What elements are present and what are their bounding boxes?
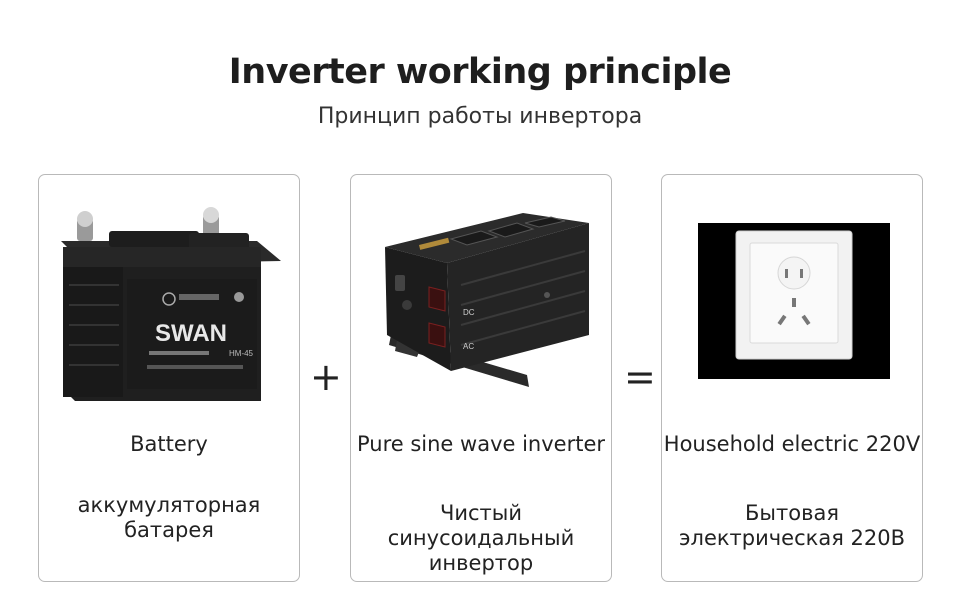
socket-card: Household electric 220V Бытовая электрич… — [661, 174, 923, 582]
inverter-ac-label: AC — [463, 342, 474, 351]
page-subtitle: Принцип работы инвертора — [317, 104, 643, 129]
socket-label-en: Household electric 220V — [663, 432, 921, 456]
socket-image — [698, 223, 890, 379]
inverter-dc-label: DC — [463, 308, 475, 317]
socket-label-ru: Бытовая электрическая 220В — [679, 501, 905, 550]
page-title: Inverter working principle — [228, 52, 732, 92]
plus-sign: + — [310, 355, 342, 399]
two-pin-outlet — [777, 256, 811, 290]
inverter-label-en: Pure sine wave inverter — [356, 432, 606, 456]
equals-sign: = — [624, 355, 656, 399]
battery-card: SWAN HM-45 Battery аккумуляторная батаре… — [38, 174, 300, 582]
battery-brand: SWAN — [155, 320, 227, 347]
battery-model: HM-45 — [229, 349, 254, 358]
inverter-card: DC AC Pure sine wave inverter Чистый син… — [350, 174, 612, 582]
battery-label-en: Battery — [130, 432, 208, 456]
inverter-image: DC AC — [385, 213, 589, 387]
three-pin-outlet — [792, 298, 796, 307]
battery-image: SWAN HM-45 — [61, 207, 281, 401]
inverter-label-ru: Чистый синусоидальный инвертор — [387, 501, 575, 575]
battery-label-ru: аккумуляторная батарея — [77, 493, 261, 542]
